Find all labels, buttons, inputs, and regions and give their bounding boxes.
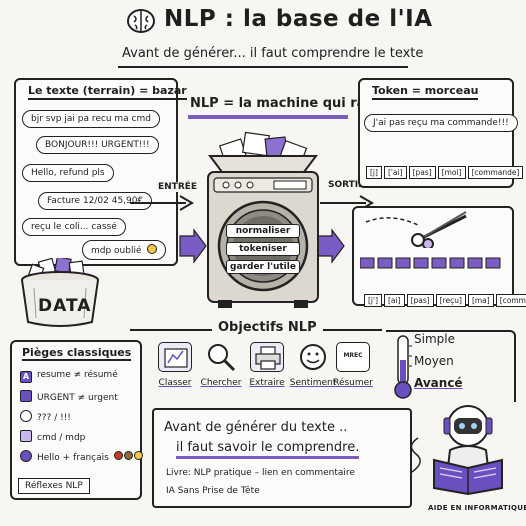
token-row-top: [j]['ai][pas][moi][commande] <box>366 160 525 179</box>
brain-icon <box>126 8 156 34</box>
subtitle-underline <box>118 66 408 68</box>
square-icon <box>20 390 32 402</box>
token: [ma] <box>467 294 494 307</box>
token: [pas] <box>406 294 434 307</box>
swirl-decoration <box>404 436 424 476</box>
letter-a-icon: A <box>20 371 32 383</box>
sentiment-label: Sentiment <box>289 378 337 388</box>
levels-bracket <box>386 330 516 402</box>
level-moyen: Moyen <box>414 354 454 368</box>
thermometer-icon <box>392 334 414 400</box>
embarrassed-emoji-icon <box>147 244 158 254</box>
piege-text: resume ≠ résumé <box>37 370 118 380</box>
token-sentence-bubble: J'ai pas reçu ma commande!!! <box>364 114 518 132</box>
reflexes-button[interactable]: Réflexes NLP <box>18 478 90 494</box>
classer-label: Classer <box>158 378 192 388</box>
piege-text: cmd / mdp <box>37 433 86 443</box>
purple-arrow-right <box>316 228 346 264</box>
token: [reçu] <box>435 294 466 307</box>
level-avance: Avancé <box>414 376 463 390</box>
smiley-icon <box>300 344 326 370</box>
robot-reading-icon <box>420 398 516 496</box>
fruit-emoji-icon <box>123 451 133 460</box>
scissors-panel <box>352 206 514 306</box>
piege-text: Hello + français <box>37 453 109 463</box>
conclusion-line2: il faut savoir le comprendre. <box>176 440 360 459</box>
piege-item: cmd / mdp <box>20 430 85 443</box>
resumer-card[interactable]: MREC <box>336 342 370 372</box>
printer-icon <box>255 346 281 370</box>
purple-arrow-left <box>178 228 208 264</box>
sortie-label: SORTIE <box>328 180 365 190</box>
texte-panel-title: Le texte (terrain) = bazar <box>28 84 187 100</box>
token-strip <box>359 254 510 269</box>
piege-item: URGENT ≠ urgent <box>20 390 118 403</box>
magnifier-icon <box>208 344 236 372</box>
conclusion-line1: Avant de générer du texte .. <box>164 420 348 435</box>
step-garder: garder l'utile <box>226 260 300 274</box>
confused-face-icon <box>20 410 32 422</box>
extraire-card[interactable] <box>250 342 284 372</box>
nlp-machine-icon <box>204 128 322 310</box>
sentiment-card[interactable] <box>296 342 330 372</box>
token-panel-title: Token = morceau <box>372 84 479 100</box>
token-row-bottom: [j'][ai][pas][reçu][ma][commande] <box>364 288 526 307</box>
token: [commande] <box>495 294 526 307</box>
machine-title-underline <box>188 115 348 119</box>
page-title: NLP : la base de l'IA <box>164 6 433 32</box>
message-bubble: mdp oublié <box>82 240 167 260</box>
token: ['ai] <box>383 166 407 179</box>
chercher-card[interactable] <box>204 342 238 372</box>
entree-label: ENTRÉE <box>156 182 200 192</box>
token: [moi] <box>437 166 466 179</box>
piege-item: Hello + français <box>20 450 143 463</box>
machine-title: NLP = la machine qui range <box>190 96 393 111</box>
livre-link[interactable]: Livre: NLP pratique – lien en commentair… <box>166 468 355 478</box>
message-text: mdp oublié <box>91 246 142 256</box>
summary-icon: MREC <box>343 352 363 359</box>
globe-icon <box>20 450 32 462</box>
smiley-emoji-icon <box>133 451 143 460</box>
pin-icon <box>20 430 32 442</box>
data-bucket-icon <box>18 256 102 328</box>
entree-arrow <box>128 188 198 218</box>
data-label: DATA <box>38 296 92 316</box>
token: [j] <box>366 166 382 179</box>
message-bubble: reçu le coli... cassé <box>22 218 126 236</box>
step-normaliser: normaliser <box>226 224 300 238</box>
fruit-emoji-icon <box>113 451 123 460</box>
pieges-title: Pièges classiques <box>22 346 132 361</box>
tagline: IA Sans Prise de Tête <box>166 486 260 496</box>
message-bubble: Hello, refund pls <box>22 164 114 182</box>
step-tokeniser: tokeniser <box>226 242 300 256</box>
pieges-panel <box>10 340 142 500</box>
piege-text: ??? / !!! <box>37 413 71 423</box>
piege-text: URGENT ≠ urgent <box>37 393 118 403</box>
token: [commande] <box>467 166 524 179</box>
chart-icon <box>164 348 188 368</box>
message-bubble: bjr svp jai pa recu ma cmd <box>22 110 160 128</box>
credit-label: AIDE EN INFORMATIQUE <box>428 504 526 512</box>
token: [pas] <box>408 166 436 179</box>
scissors-icon <box>362 208 472 250</box>
resumer-label: Résumer <box>333 378 373 388</box>
level-simple: Simple <box>414 332 455 346</box>
token: [j'] <box>364 294 382 307</box>
message-bubble: BONJOUR!!! URGENT!!! <box>36 136 159 154</box>
token: [ai] <box>384 294 405 307</box>
page-subtitle: Avant de générer... il faut comprendre l… <box>122 46 424 61</box>
objectifs-title: Objectifs NLP <box>212 320 323 335</box>
message-bubble: Facture 12/02 45,90€ <box>38 192 153 210</box>
piege-item: ??? / !!! <box>20 410 71 423</box>
chercher-label: Chercher <box>200 378 242 388</box>
extraire-label: Extraire <box>249 378 285 388</box>
classer-card[interactable] <box>158 342 192 372</box>
